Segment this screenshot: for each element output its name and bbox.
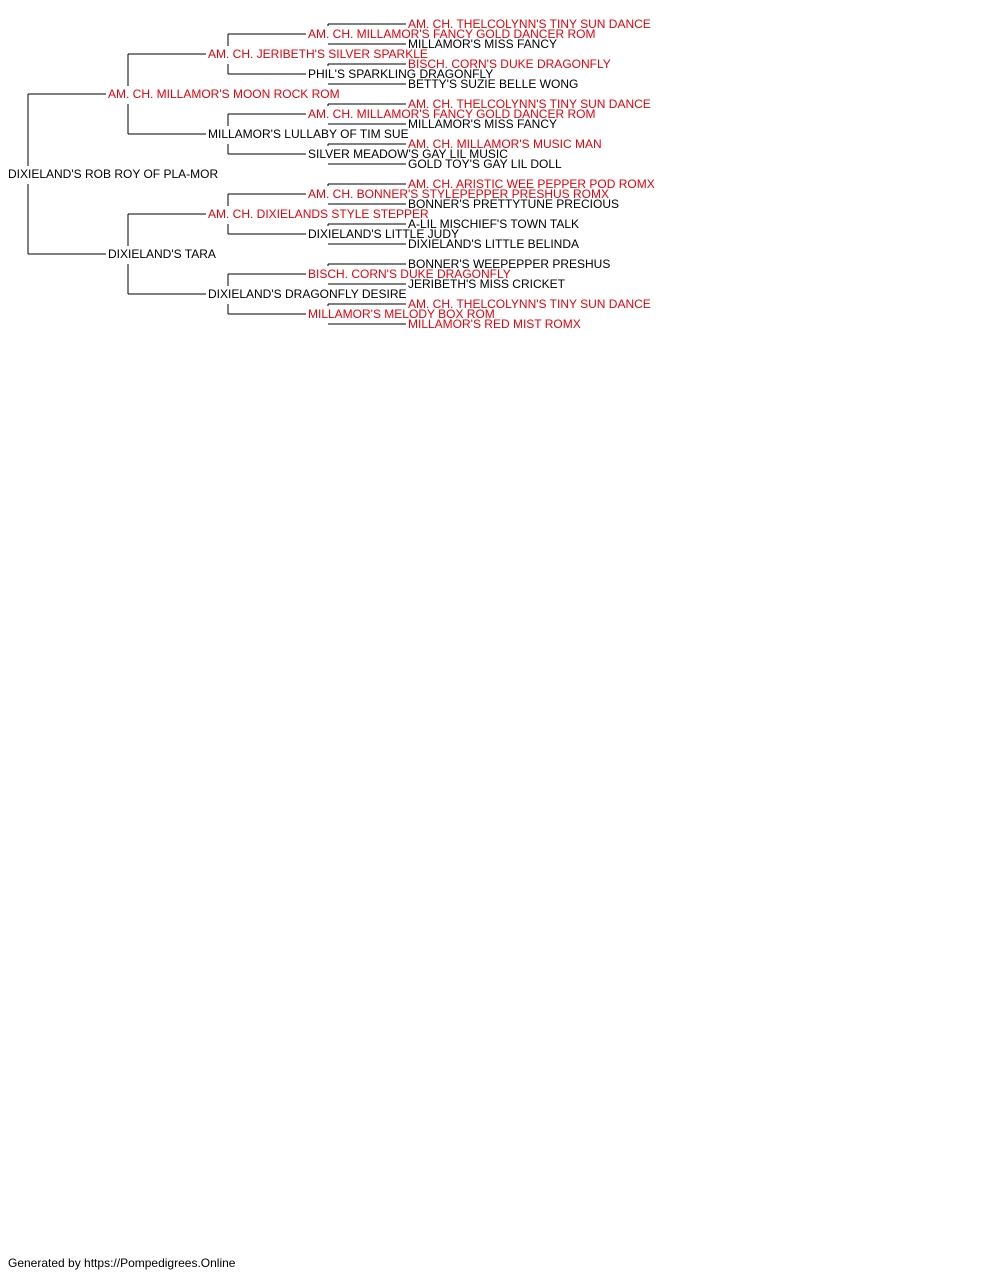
dog-name-gen4: BETTY'S SUZIE BELLE WONG: [408, 77, 578, 91]
dog-name-gen4: AM. CH. THELCOLYNN'S TINY SUN DANCE: [408, 297, 651, 311]
dog-name-gen4: AM. CH. ARISTIC WEE PEPPER POD ROMX: [408, 177, 655, 191]
dog-name-gen4: MILLAMOR'S RED MIST ROMX: [408, 317, 581, 331]
dog-name-gen3: PHIL'S SPARKLING DRAGONFLY: [308, 67, 493, 81]
dog-name-gen4: AM. CH. MILLAMOR'S MUSIC MAN: [408, 137, 602, 151]
dog-name-gen3: BISCH. CORN'S DUKE DRAGONFLY: [308, 267, 511, 281]
dog-name-gen2: MILLAMOR'S LULLABY OF TIM SUE: [208, 127, 409, 141]
dog-name-gen2: DIXIELAND'S DRAGONFLY DESIRE: [208, 287, 407, 301]
dog-name-gen4: AM. CH. THELCOLYNN'S TINY SUN DANCE: [408, 97, 651, 111]
dog-name-gen3: AM. CH. MILLAMOR'S FANCY GOLD DANCER ROM: [308, 27, 595, 41]
dog-name-gen4: BONNER'S PRETTYTUNE PRECIOUS: [408, 197, 619, 211]
dog-name-gen4: JERIBETH'S MISS CRICKET: [408, 277, 566, 291]
dog-name-gen4: AM. CH. THELCOLYNN'S TINY SUN DANCE: [408, 17, 651, 31]
dog-name-gen1: AM. CH. MILLAMOR'S MOON ROCK ROM: [108, 87, 340, 101]
dog-name-gen4: GOLD TOY'S GAY LIL DOLL: [408, 157, 562, 171]
dog-name-gen2: AM. CH. JERIBETH'S SILVER SPARKLE: [208, 47, 428, 61]
dog-name-gen3: SILVER MEADOW'S GAY LIL MUSIC: [308, 147, 508, 161]
dog-name-gen3: MILLAMOR'S MELODY BOX ROM: [308, 307, 495, 321]
dog-name-gen4: BISCH. CORN'S DUKE DRAGONFLY: [408, 57, 611, 71]
dog-name-gen4: MILLAMOR'S MISS FANCY: [408, 117, 557, 131]
dog-name-gen4: A-LIL MISCHIEF'S TOWN TALK: [408, 217, 579, 231]
dog-name-gen0: DIXIELAND'S ROB ROY OF PLA-MOR: [8, 167, 218, 181]
dog-name-gen2: AM. CH. DIXIELANDS STYLE STEPPER: [208, 207, 429, 221]
dog-name-gen1: DIXIELAND'S TARA: [108, 247, 216, 261]
dog-name-gen4: BONNER'S WEEPEPPER PRESHUS: [408, 257, 610, 271]
dog-name-gen3: AM. CH. BONNER'S STYLEPEPPER PRESHUS ROM…: [308, 187, 609, 201]
dog-name-gen4: DIXIELAND'S LITTLE BELINDA: [408, 237, 579, 251]
dog-name-gen4: MILLAMOR'S MISS FANCY: [408, 37, 557, 51]
dog-name-gen3: DIXIELAND'S LITTLE JUDY: [308, 227, 459, 241]
generated-by-footer: Generated by https://Pompedigrees.Online: [8, 1256, 236, 1270]
dog-name-gen3: AM. CH. MILLAMOR'S FANCY GOLD DANCER ROM: [308, 107, 595, 121]
